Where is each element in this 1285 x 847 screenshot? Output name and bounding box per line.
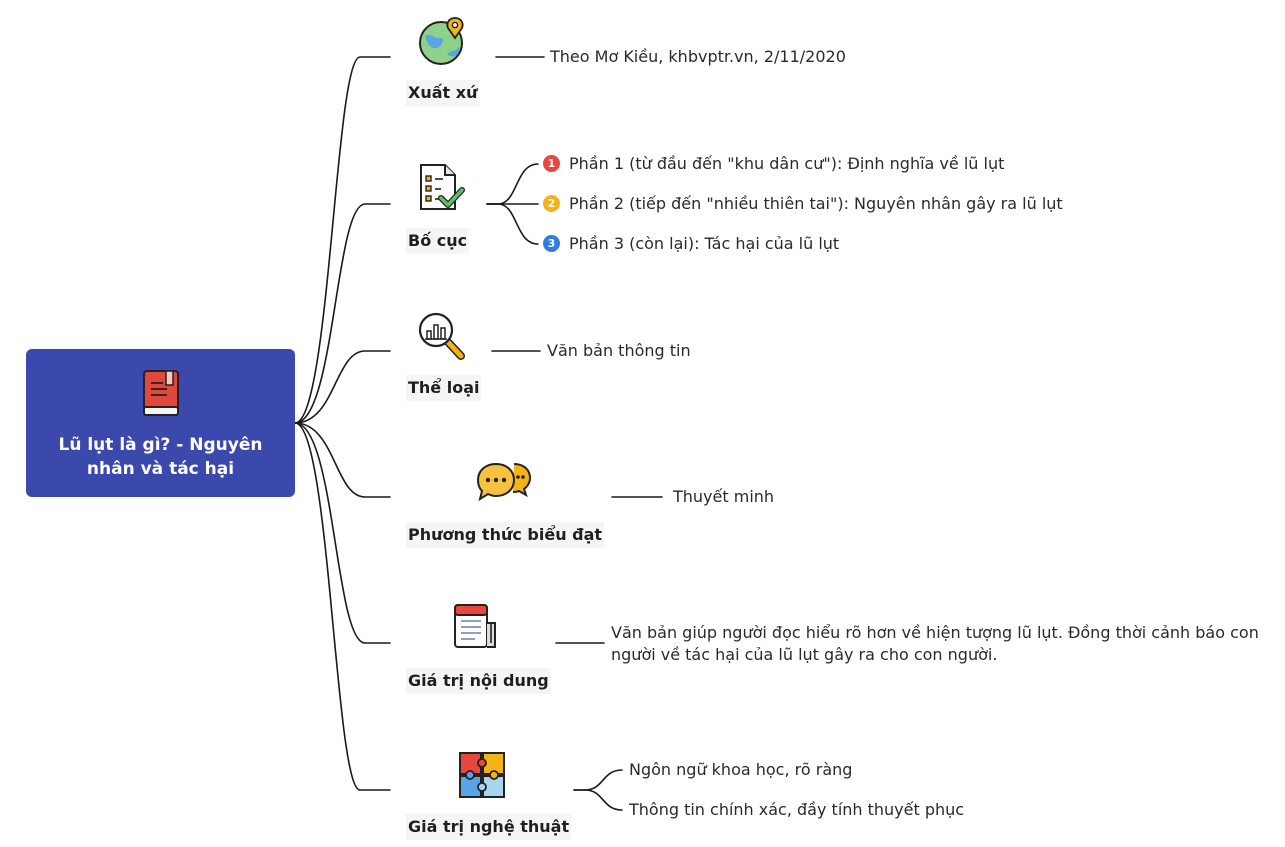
leaf-bo-cuc-3[interactable]: Phần 3 (còn lại): Tác hại của lũ lụt <box>569 234 840 253</box>
leaf-bo-cuc-2[interactable]: Phần 2 (tiếp đến "nhiều thiên tai"): Ngu… <box>569 194 1063 213</box>
connector-root-bo-cuc <box>294 203 391 424</box>
connector-root-gia-tri-nghe-thuat <box>294 422 391 791</box>
book-icon <box>143 370 179 416</box>
puzzle-icon <box>459 752 505 798</box>
branch-label-gia-tri-noi-dung[interactable]: Giá trị nội dung <box>406 668 551 694</box>
connector-bo-cuc-leaf-1 <box>486 163 539 205</box>
branch-label-xuat-xu[interactable]: Xuất xứ <box>406 80 480 106</box>
branch-label-bo-cuc[interactable]: Bố cục <box>406 228 470 254</box>
connector-root-gia-tri-noi-dung <box>294 422 391 644</box>
connector-root-the-loai <box>294 350 391 424</box>
chat-bubbles-icon <box>476 462 532 502</box>
checklist-icon <box>420 164 465 210</box>
connector-root-xuat-xu <box>294 56 391 424</box>
branch-label-phuong-thuc[interactable]: Phương thức biểu đạt <box>406 522 605 548</box>
magnifier-chart-icon <box>418 312 465 360</box>
leaf-the-loai[interactable]: Văn bản thông tin <box>547 341 691 360</box>
leaf-phuong-thuc[interactable]: Thuyết minh <box>673 487 775 506</box>
number-badge-3: 3 <box>543 235 560 252</box>
leaf-gia-tri-noi-dung[interactable]: Văn bản giúp người đọc hiểu rõ hơn về hi… <box>611 623 1259 664</box>
leaf-xuat-xu[interactable]: Theo Mơ Kiều, khbvptr.vn, 2/11/2020 <box>550 47 846 66</box>
root-title: Lũ lụt là gì? - Nguyên nhân và tác hại <box>58 435 263 479</box>
connector-nghe-thuat-leaf-1 <box>573 769 623 791</box>
number-badge-1: 1 <box>543 155 560 172</box>
branch-label-the-loai[interactable]: Thể loại <box>406 375 482 401</box>
leaf-nghe-thuat-1[interactable]: Ngôn ngữ khoa học, rõ ràng <box>629 760 853 779</box>
branch-label-gia-tri-nghe-thuat[interactable]: Giá trị nghệ thuật <box>406 814 572 840</box>
connector-bo-cuc-leaf-3 <box>486 203 539 245</box>
leaf-nghe-thuat-2[interactable]: Thông tin chính xác, đầy tính thuyết phụ… <box>629 800 965 819</box>
globe-pin-icon <box>419 17 464 65</box>
document-icon <box>454 604 496 648</box>
root-node[interactable]: Lũ lụt là gì? - Nguyên nhân và tác hại <box>26 349 295 497</box>
connector-nghe-thuat-leaf-2 <box>573 789 623 811</box>
leaf-bo-cuc-1[interactable]: Phần 1 (từ đầu đến "khu dân cư"): Định n… <box>569 154 1005 173</box>
number-badge-2: 2 <box>543 195 560 212</box>
connector-root-phuong-thuc <box>294 422 391 498</box>
